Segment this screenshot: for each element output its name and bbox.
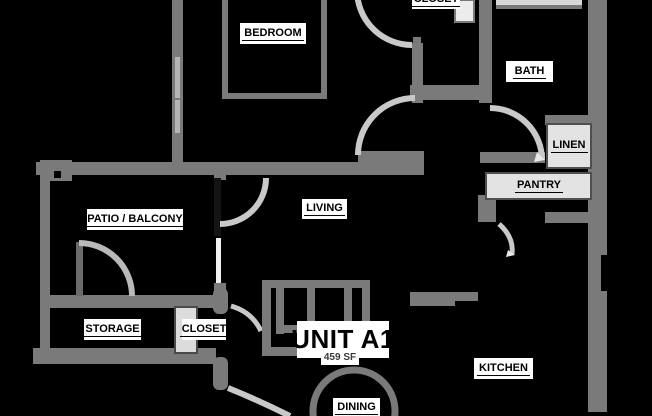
sofa-left-arm — [262, 280, 271, 356]
bath-window — [496, 0, 582, 5]
wall-closet-corner — [213, 288, 228, 314]
door-arcs — [78, 0, 545, 416]
wall-top-horizontal — [36, 162, 362, 175]
sofa-divider-1 — [307, 288, 315, 324]
wall-patio-right-upper — [214, 162, 226, 180]
wall-patio-rail-left — [40, 160, 50, 350]
wall-kitchen-stub — [545, 212, 591, 223]
wall-bath-left — [479, 0, 492, 103]
linen-label: LINEN — [550, 138, 588, 153]
wall-entry-corner — [213, 357, 228, 390]
living-label: LIVING — [302, 199, 347, 219]
wall-post-notch — [54, 171, 61, 178]
storage-label: STORAGE — [83, 319, 142, 340]
patio-door-leaf — [76, 242, 83, 296]
wall-closet-bottom — [410, 85, 492, 100]
wall-hall-jamb — [412, 43, 423, 103]
dining-table — [309, 366, 399, 416]
sofa-right-arm — [362, 280, 370, 324]
wall-right — [588, 0, 607, 412]
hall-door-arc — [355, 95, 416, 156]
dining-label: DINING — [333, 398, 380, 416]
closet-door-arc — [230, 303, 264, 333]
kitchen-label: KITCHEN — [474, 358, 533, 379]
bath-label: BATH — [506, 61, 553, 82]
living-door-arc — [219, 177, 269, 227]
wall-bath-bottom — [480, 152, 545, 163]
wall-storage-top — [43, 295, 216, 308]
bedroom-window-upper — [175, 57, 180, 98]
linen-box — [546, 123, 592, 169]
sofa-back — [262, 280, 370, 288]
closet-top-label: CLOSET — [411, 0, 461, 9]
entry-door-arc — [226, 385, 292, 416]
pantry-label: PANTRY — [515, 178, 563, 193]
sofa-divider-2 — [344, 288, 352, 324]
sofa-chaise-inner — [276, 288, 284, 334]
bed — [222, 0, 327, 99]
wall-pantry-left — [478, 195, 496, 222]
patio-balcony-label: PATIO / BALCONY — [85, 209, 185, 230]
wall-hall-block — [358, 151, 424, 175]
wall-hall-jamb-tip — [413, 37, 421, 44]
bedroom-label: BEDROOM — [240, 23, 306, 44]
closet-bottom-label: CLOSET — [179, 319, 229, 340]
kitchen-door-arc — [497, 222, 515, 255]
walls — [33, 0, 607, 412]
sofa-front-bar — [262, 347, 297, 356]
bath-door-arc — [489, 105, 545, 161]
living-door-leaf — [214, 178, 221, 236]
wall-bath-top — [496, 5, 582, 9]
kitchen-island-top — [410, 292, 478, 301]
windows — [175, 0, 582, 283]
wall-bottom — [33, 348, 216, 364]
kitchen-door-tip — [506, 250, 515, 257]
wall-right-notch — [601, 255, 608, 291]
patio-sliding-door — [216, 238, 221, 283]
sofa-chaise-bar — [276, 325, 300, 333]
unit-area: 459 SF — [321, 351, 359, 365]
bedroom-window-lower — [175, 100, 180, 133]
sofa — [262, 280, 370, 356]
kitchen-island-step — [410, 299, 455, 306]
bath-door-tip — [534, 152, 545, 162]
pantry-box — [485, 172, 592, 200]
patio-door-arc — [78, 240, 135, 297]
kitchen-island — [410, 292, 478, 306]
bedroom-door-arc — [354, 0, 413, 48]
wall-linen-top — [545, 115, 591, 125]
